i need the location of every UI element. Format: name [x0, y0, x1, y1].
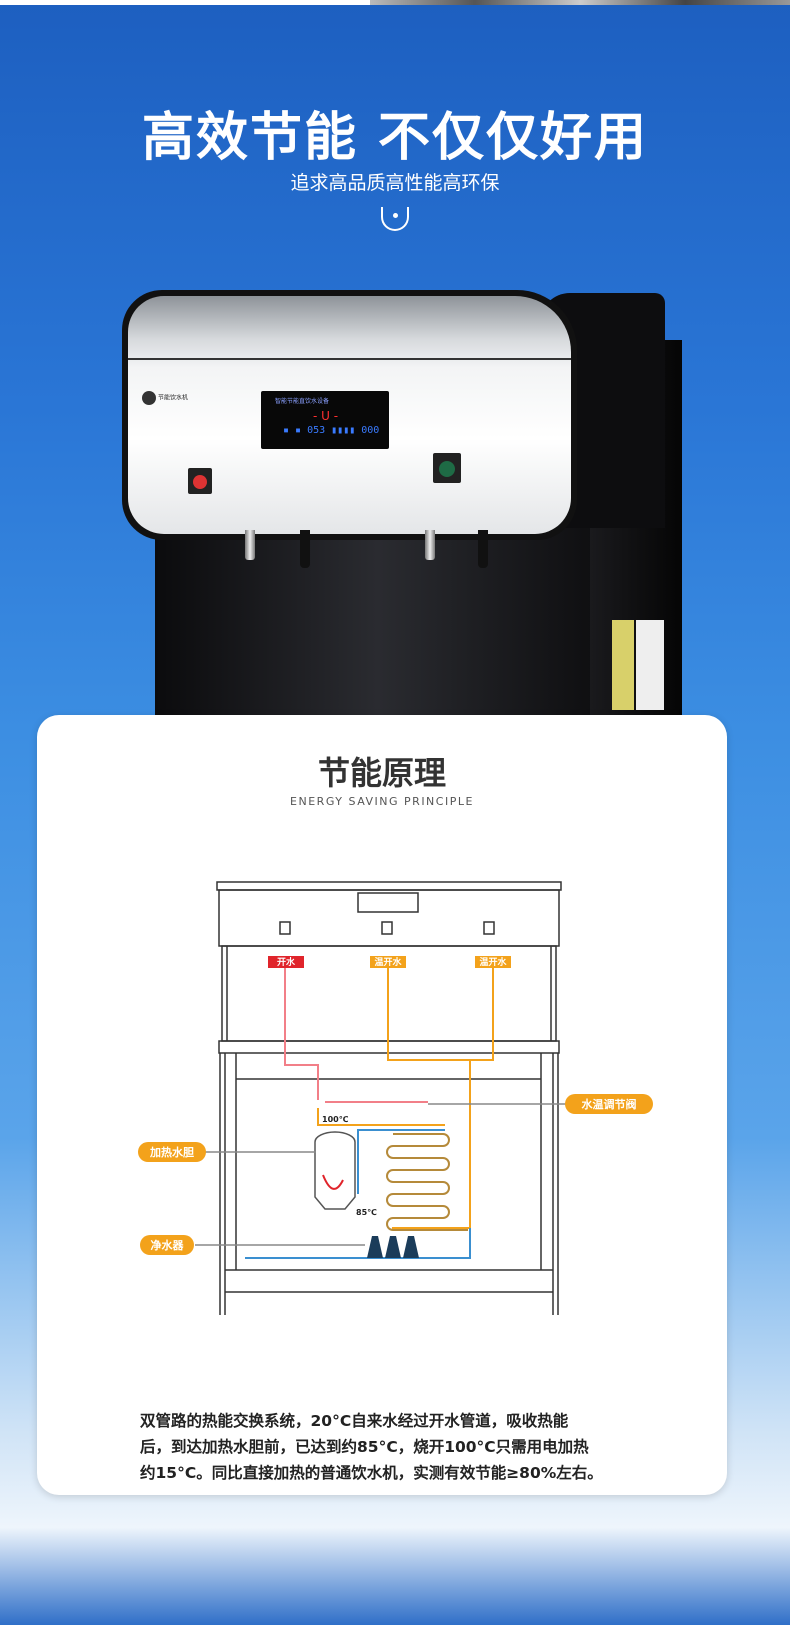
section-subtitle: ENERGY SAVING PRINCIPLE: [290, 795, 474, 808]
label-tank: 加热水胆: [149, 1145, 194, 1159]
label-filter: 净水器: [151, 1238, 185, 1252]
tap: [245, 530, 255, 560]
label-warm-1: 温开水: [374, 956, 402, 968]
label-valve: 水温调节阀: [582, 1097, 637, 1111]
tap: [300, 530, 310, 568]
principle-diagram: 开水 温开水 温开水 水温调节阀 加热水胆 净水器 100℃ 85℃: [138, 881, 653, 1315]
top-strip-image: [370, 0, 790, 5]
brand-logo: 节能饮水机: [142, 391, 188, 405]
description-line: 双管路的热能交换系统，20°C自来水经过开水管道，吸收热能: [140, 1412, 569, 1430]
label-boiling: 开水: [277, 956, 296, 968]
hero-subtitle: 追求高品质高性能高环保: [290, 172, 500, 194]
spec-sticker: [636, 620, 664, 710]
label-100c: 100℃: [322, 1115, 349, 1124]
tap: [425, 530, 435, 560]
warning-sticker: [612, 620, 634, 710]
machine-head: 节能饮水机 智能节能直饮水设备 - U - ▪ ▪ 053 ▮▮▮▮ 000: [122, 290, 577, 540]
section-title: 节能原理: [317, 754, 446, 792]
tap: [478, 530, 488, 568]
label-warm-2: 温开水: [479, 956, 507, 968]
control-display: 智能节能直饮水设备 - U - ▪ ▪ 053 ▮▮▮▮ 000: [261, 391, 389, 449]
scroll-down-icon: [381, 207, 409, 231]
hot-water-button: [188, 468, 212, 494]
description-line: 后，到达加热水胆前，已达到约85°C，烧开100°C只需用电加热: [140, 1438, 589, 1456]
principle-card: 节能原理 ENERGY SAVING PRINCIPLE 开水 温开水 温开水 …: [37, 715, 727, 1495]
pure-water-button: [433, 453, 461, 483]
principle-description: 双管路的热能交换系统，20°C自来水经过开水管道，吸收热能 后，到达加热水胆前，…: [140, 1408, 680, 1486]
label-85c: 85℃: [356, 1208, 377, 1217]
hero-title: 高效节能 不仅仅好用: [141, 108, 649, 168]
description-line: 约15°C。同比直接加热的普通饮水机，实测有效节能≥80%左右。: [140, 1464, 603, 1482]
